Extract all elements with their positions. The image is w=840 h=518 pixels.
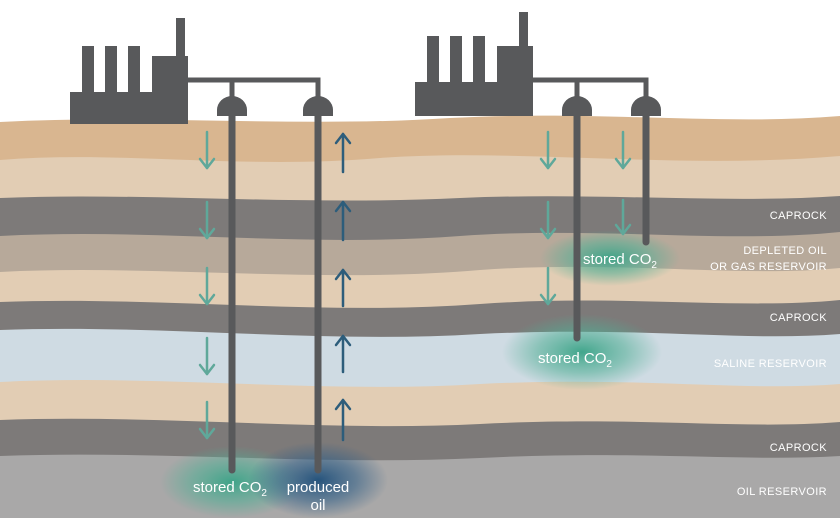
sand-band-1 [0, 155, 840, 205]
layer-label-depleted-line1: DEPLETED OIL [743, 245, 827, 257]
oil-reservoir-layer [0, 454, 840, 518]
arrow-up-icon [334, 200, 352, 242]
factory-icon [415, 12, 533, 116]
arrow-up-icon [334, 334, 352, 374]
layer-label-caprock-1: CAPROCK [770, 210, 827, 222]
arrow-up-icon [334, 398, 352, 442]
produced-oil-label-line2: oil [310, 497, 325, 514]
stored-co2-label-oil: stored CO2 [193, 479, 267, 499]
arrow-down-icon [614, 130, 632, 170]
well-bores [228, 110, 650, 474]
arrow-down-icon [198, 336, 216, 376]
layer-label-saline: SALINE RESERVOIR [714, 358, 827, 370]
wellhead-left-injection [217, 96, 247, 116]
arrow-down-icon [198, 130, 216, 170]
produced-oil-label-line1: produced [287, 479, 350, 496]
arrow-down-icon [614, 198, 632, 236]
wellhead-left-production [303, 96, 333, 116]
arrow-down-icon [539, 200, 557, 240]
co2-plume-saline [502, 314, 662, 390]
wellhead-right-depleted [631, 96, 661, 116]
arrow-down-icon [198, 200, 216, 240]
factory-icon [70, 18, 188, 124]
layer-label-caprock-3: CAPROCK [770, 442, 827, 454]
layer-label-depleted-line2: OR GAS RESERVOIR [710, 261, 827, 273]
wellhead-right-saline [562, 96, 592, 116]
arrow-down-icon [539, 266, 557, 306]
arrow-down-icon [198, 400, 216, 440]
layer-label-caprock-2: CAPROCK [770, 312, 827, 324]
arrow-up-icon [334, 132, 352, 174]
stored-co2-label-depleted: stored CO2 [583, 251, 657, 271]
stored-co2-label-saline: stored CO2 [538, 350, 612, 370]
oil-plume [248, 442, 388, 518]
layer-label-oil-reservoir: OIL RESERVOIR [737, 486, 827, 498]
arrow-down-icon [198, 266, 216, 306]
sand-band-3 [0, 380, 840, 435]
arrow-down-icon [539, 130, 557, 170]
wellheads [217, 96, 661, 116]
arrow-up-icon [334, 268, 352, 308]
